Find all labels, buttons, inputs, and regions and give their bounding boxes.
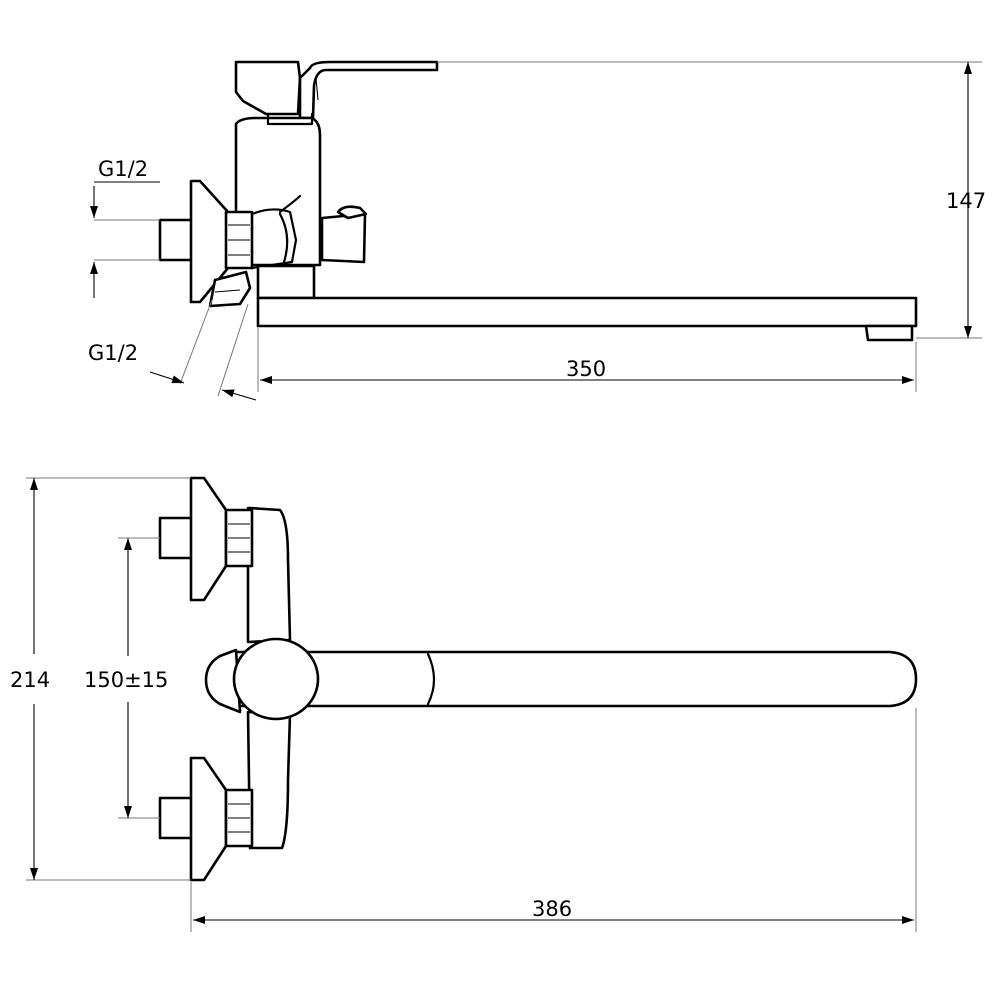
dimension-150-label: 150±15	[84, 668, 168, 692]
eccentric-connector	[158, 179, 302, 308]
front-extension-lines	[26, 477, 917, 932]
side-view: 147 350 G1/2 G1/2	[88, 60, 986, 401]
thread-dimension-top: G1/2	[90, 157, 160, 298]
side-extension-lines	[94, 61, 982, 397]
dimension-150: 150±15	[84, 538, 168, 818]
thread-dimension-bottom: G1/2	[88, 341, 257, 401]
dimension-350: 350	[260, 357, 914, 384]
dimension-350-label: 350	[566, 357, 606, 381]
thread-top-label: G1/2	[98, 157, 148, 181]
dimension-147-label: 147	[946, 189, 986, 213]
mixer-body	[234, 112, 322, 267]
top-eccentric	[158, 476, 254, 602]
lever-handle	[234, 60, 439, 120]
dimension-214: 214	[10, 478, 50, 880]
front-view: 214 150±15 386	[10, 476, 918, 932]
front-spout	[234, 650, 918, 708]
dimension-386-label: 386	[532, 897, 572, 921]
bottom-eccentric	[158, 756, 254, 882]
diverter-knob	[320, 205, 368, 264]
dimension-214-label: 214	[10, 668, 50, 692]
front-hub	[204, 637, 320, 721]
front-body	[246, 506, 292, 850]
spout	[256, 264, 918, 342]
dimension-147: 147	[946, 62, 986, 338]
thread-bottom-label: G1/2	[88, 341, 138, 365]
dimension-386: 386	[193, 897, 914, 924]
